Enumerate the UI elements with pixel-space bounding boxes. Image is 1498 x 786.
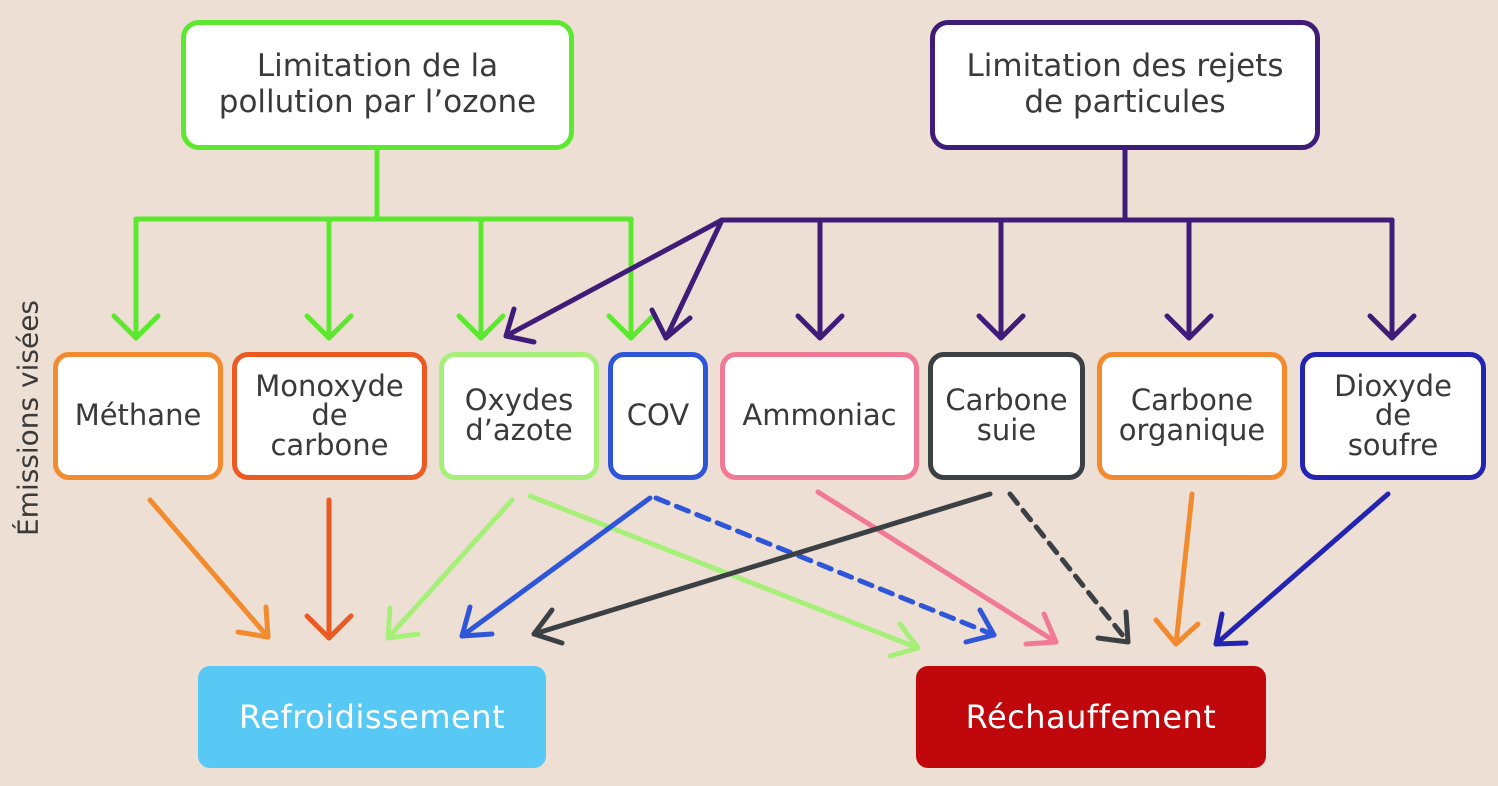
particles-arrowhead-so2 (1367, 313, 1417, 341)
arrowhead-methane-cooling (235, 604, 271, 640)
arrow-organique-warming (1173, 491, 1195, 647)
particles-arrow-nox (503, 217, 725, 339)
ozone-arrowhead-co (304, 313, 354, 341)
arrowhead-so2-warming (1213, 611, 1249, 647)
emission-box-ammoniac: Ammoniac (720, 352, 919, 480)
arrow-ammoniac-warming (815, 489, 1059, 645)
warming-box: Réchauffement (916, 666, 1266, 768)
arrowhead-organique-warming (1153, 617, 1201, 647)
cooling-label: Refroidissement (238, 698, 506, 736)
arrow-methane-cooling (147, 497, 271, 640)
arrow-cov-warming (653, 495, 997, 638)
arrowhead-nox-cooling (385, 605, 421, 641)
arrowhead-ammoniac-warming (1023, 611, 1059, 647)
particles-arrowhead-nox (503, 306, 537, 345)
particles-arrowhead-suie (976, 313, 1026, 341)
ozone-arrowhead-cov (606, 313, 656, 341)
emission-label: COV (626, 398, 690, 433)
emission-box-methane: Méthane (53, 352, 223, 480)
particles-limitation-label: Limitation des rejets de particules (966, 48, 1284, 120)
emission-label: Ammoniac (742, 398, 897, 433)
arrow-suie-cooling (531, 491, 993, 637)
emission-box-oxydes-azote: Oxydes d’azote (439, 352, 599, 480)
arrowhead-suie-warming (1095, 609, 1131, 645)
arrow-so2-warming (1213, 491, 1391, 647)
arrow-nox-cooling (385, 497, 515, 641)
emission-label: Carbone organique (1118, 383, 1266, 447)
emission-label: Monoxyde de carbone (255, 368, 404, 462)
particles-arrowhead-cov (649, 307, 693, 341)
particles-limitation-box: Limitation des rejets de particules (930, 20, 1320, 150)
emission-box-carbone-organique: Carbone organique (1097, 352, 1287, 480)
effect-connectors (147, 489, 1391, 659)
emission-box-cov: COV (608, 352, 708, 480)
warming-label: Réchauffement (965, 698, 1217, 736)
emission-label: Méthane (74, 398, 202, 433)
emission-label: Oxydes d’azote (464, 383, 574, 447)
particles-connectors (503, 147, 1417, 345)
ozone-limitation-label: Limitation de la pollution par l’ozone (218, 48, 537, 120)
emission-box-dioxyde-soufre: Dioxyde de soufre (1300, 352, 1486, 480)
side-label: Émissions visées (11, 299, 45, 537)
ozone-connectors (111, 147, 656, 341)
particles-arrow-cov (663, 217, 725, 341)
particles-arrowhead-ammoniac (795, 313, 845, 341)
cooling-box: Refroidissement (198, 666, 546, 768)
ozone-arrowhead-nox (456, 313, 506, 341)
arrowhead-suie-cooling (531, 607, 565, 646)
emission-box-monoxyde: Monoxyde de carbone (232, 352, 427, 480)
arrow-nox-warming (527, 493, 921, 651)
particles-arrowhead-organique (1164, 313, 1214, 341)
ozone-arrowhead-methane (111, 313, 161, 341)
arrowhead-cov-warming (963, 607, 997, 645)
ozone-limitation-box: Limitation de la pollution par l’ozone (181, 20, 574, 150)
arrowhead-co-cooling (304, 613, 354, 641)
arrowhead-nox-warming (887, 621, 921, 659)
arrow-cov-cooling (459, 495, 653, 639)
arrowhead-cov-cooling (459, 604, 495, 639)
emission-label: Dioxyde de soufre (1334, 368, 1452, 462)
emission-box-carbone-suie: Carbone suie (928, 352, 1085, 480)
emission-label: Carbone suie (945, 383, 1068, 447)
arrow-suie-warming (1007, 491, 1131, 645)
